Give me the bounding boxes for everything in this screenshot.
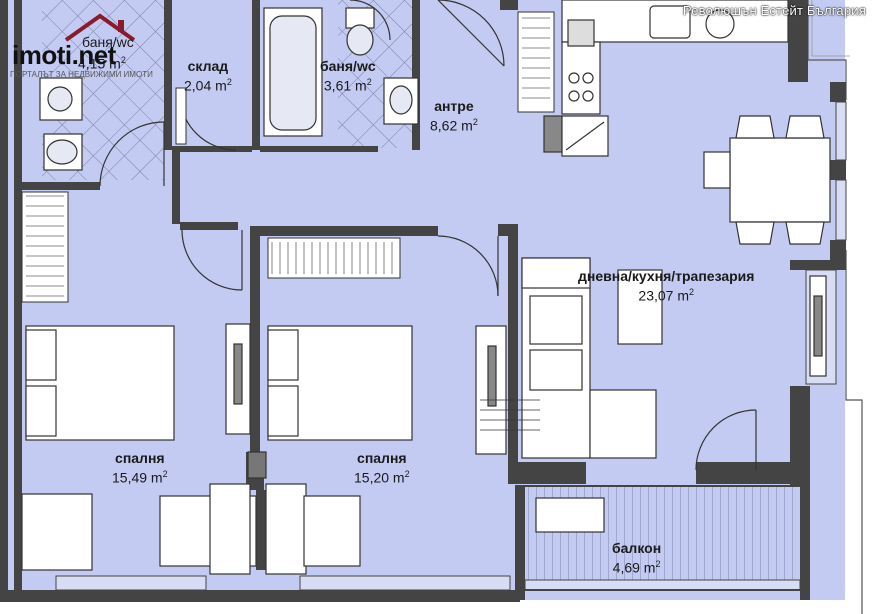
imoti-logo	[8, 8, 168, 80]
floor-areas	[0, 0, 845, 600]
room-label-bed2: спалня 15,20 m2	[354, 450, 410, 486]
room-label-bath1-name: баня/wc	[82, 34, 134, 50]
kitchen	[543, 0, 789, 157]
room-label-bed1: спалня 15,49 m2	[112, 450, 168, 486]
logo-house-roof	[64, 13, 136, 42]
room-label-bath2: баня/wc 3,61 m2	[320, 58, 376, 94]
room-label-storage: склад 2,04 m2	[184, 58, 232, 94]
logo-tagline: ПОРТАЛЪТ ЗА НЕДВИЖИМИ ИМОТИ	[10, 70, 153, 79]
balcony-items	[519, 485, 805, 591]
storage-shelf	[175, 87, 187, 145]
bath1-fixtures	[39, 77, 83, 171]
bath2-fixtures	[263, 7, 419, 137]
facade-right	[807, 0, 880, 614]
logo-text: imoti.net	[12, 40, 116, 70]
room-label-bath1: 4,15 m2	[78, 55, 126, 72]
dining-set	[703, 115, 831, 245]
bedroom2-furniture	[265, 325, 413, 575]
living-furniture	[475, 257, 827, 459]
bedroom1-furniture	[21, 323, 267, 575]
watermark: Революшън Естейт България	[682, 3, 866, 18]
wardrobes	[21, 11, 555, 303]
room-label-living: дневна/кухня/трапезария 23,07 m2	[578, 268, 755, 304]
doors	[99, 0, 757, 471]
room-label-hall: антре 8,62 m2	[430, 98, 478, 134]
room-label-balcony: балкон 4,69 m2	[612, 540, 662, 576]
